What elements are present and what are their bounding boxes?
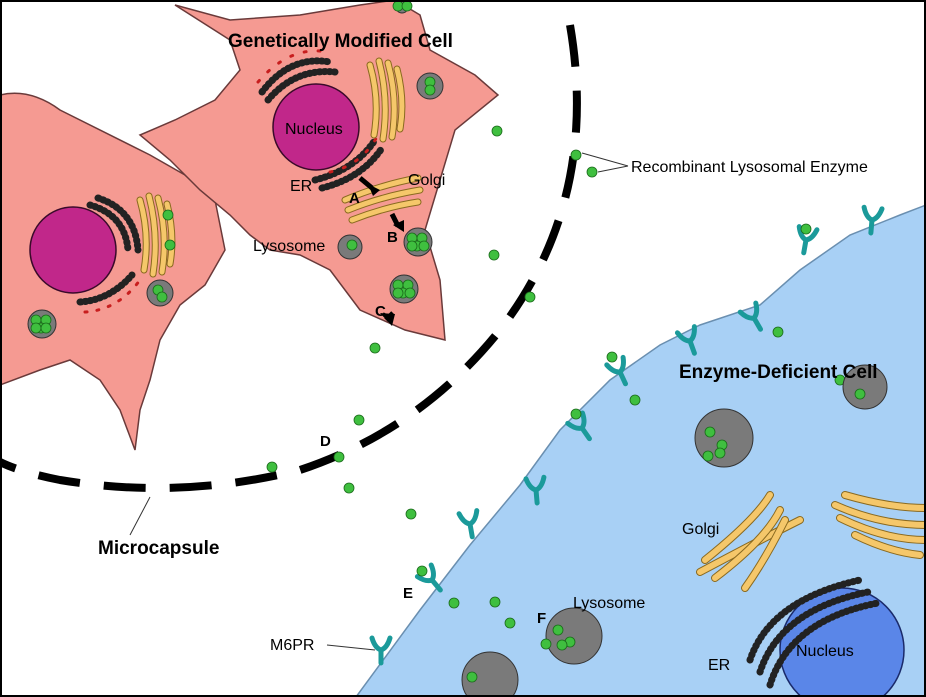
label-recombinant-enzyme: Recombinant Lysosomal Enzyme bbox=[631, 159, 868, 176]
label-er-top: ER bbox=[290, 178, 312, 195]
golgi-top bbox=[341, 174, 424, 224]
label-golgi-bottom: Golgi bbox=[682, 521, 719, 538]
label-nucleus-top: Nucleus bbox=[285, 121, 343, 138]
microcapsule-membrane bbox=[0, 24, 581, 492]
step-label-d: D bbox=[320, 433, 331, 450]
lysosome-bottom-4 bbox=[461, 651, 519, 697]
step-label-b: B bbox=[387, 229, 398, 246]
step-label-c: C bbox=[375, 303, 386, 320]
enzyme-deficient-cell-body bbox=[355, 204, 926, 697]
er-left-cell bbox=[76, 194, 142, 314]
label-enzyme-deficient-cell: Enzyme-Deficient Cell bbox=[679, 362, 878, 383]
nucleus-left-cell bbox=[29, 206, 117, 294]
label-lysosome-bottom: Lysosome bbox=[573, 595, 645, 612]
step-label-e: E bbox=[403, 585, 413, 602]
genetically-modified-cell-left bbox=[0, 92, 226, 451]
lysosome-bottom-2 bbox=[842, 364, 888, 410]
er-bottom bbox=[746, 576, 882, 689]
golgi-bottom bbox=[696, 491, 926, 592]
label-er-bottom: ER bbox=[708, 657, 730, 674]
callout-lines bbox=[129, 152, 629, 651]
er-top bbox=[256, 49, 386, 192]
step-label-a: A bbox=[349, 190, 360, 207]
pathway-arrows bbox=[358, 176, 404, 326]
nucleus-top bbox=[272, 83, 360, 171]
label-genetically-modified-cell: Genetically Modified Cell bbox=[228, 31, 453, 52]
label-lysosome-top: Lysosome bbox=[253, 238, 325, 255]
label-golgi-top: Golgi bbox=[408, 172, 445, 189]
step-label-f: F bbox=[537, 610, 546, 627]
label-nucleus-bottom: Nucleus bbox=[796, 643, 854, 660]
label-m6pr: M6PR bbox=[270, 637, 314, 654]
label-microcapsule: Microcapsule bbox=[98, 538, 219, 559]
lysosome-bottom bbox=[545, 607, 603, 665]
